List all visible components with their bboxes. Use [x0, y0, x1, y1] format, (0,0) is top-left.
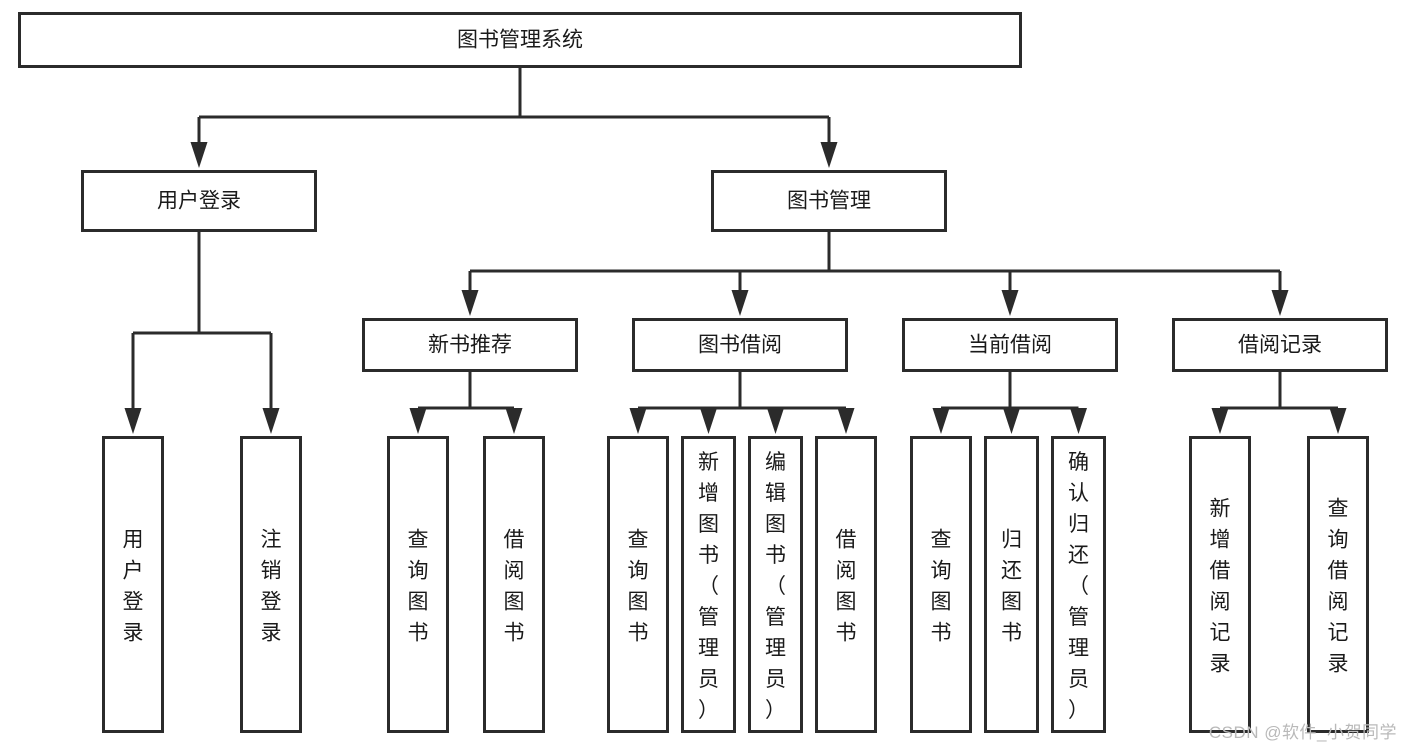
- node-box: [902, 318, 1118, 372]
- arrow-head-icon: [1329, 408, 1347, 434]
- node-box: [387, 436, 449, 733]
- node-box: [362, 318, 578, 372]
- node-box: [632, 318, 848, 372]
- node-box: [681, 436, 736, 733]
- diagram-node-leaf-7[interactable]: 编辑图书（管理员）: [748, 436, 803, 733]
- arrow-head-icon: [731, 290, 749, 316]
- node-box: [910, 436, 972, 733]
- diagram-node-record[interactable]: 借阅记录: [1172, 318, 1388, 372]
- node-box: [240, 436, 302, 733]
- node-box: [1189, 436, 1251, 733]
- node-box: [102, 436, 164, 733]
- arrow-head-icon: [505, 408, 523, 434]
- node-label: 借阅图书: [504, 529, 525, 645]
- node-box: [18, 12, 1022, 68]
- diagram-node-leaf-10[interactable]: 归还图书: [984, 436, 1039, 733]
- node-box: [748, 436, 803, 733]
- node-label: 借阅记录: [1238, 334, 1322, 357]
- diagram-node-leaf-11[interactable]: 确认归还（管理员）: [1051, 436, 1106, 733]
- node-label: 用户登录: [157, 190, 241, 213]
- node-label: 图书管理系统: [457, 29, 583, 52]
- arrow-head-icon: [1271, 290, 1289, 316]
- node-box: [1172, 318, 1388, 372]
- arrow-head-icon: [837, 408, 855, 434]
- arrow-head-icon: [262, 408, 280, 434]
- node-label: 用户登录: [123, 529, 144, 645]
- node-label: 确认归还（管理员）: [1068, 451, 1089, 722]
- diagram-node-leaf-6[interactable]: 新增图书（管理员）: [681, 436, 736, 733]
- diagram-node-leaf-5[interactable]: 查询图书: [607, 436, 669, 733]
- node-box: [1307, 436, 1369, 733]
- diagram-node-current[interactable]: 当前借阅: [902, 318, 1118, 372]
- diagram-node-leaf-9[interactable]: 查询图书: [910, 436, 972, 733]
- node-label: 新增借阅记录: [1210, 498, 1231, 676]
- node-label: 新增图书（管理员）: [698, 451, 719, 722]
- node-label: 编辑图书（管理员）: [765, 451, 786, 722]
- arrow-head-icon: [932, 408, 950, 434]
- arrow-head-icon: [1070, 408, 1087, 434]
- arrow-head-icon: [700, 408, 717, 434]
- node-label: 查询图书: [931, 529, 952, 645]
- diagram-node-leaf-13[interactable]: 查询借阅记录: [1307, 436, 1369, 733]
- diagram-node-leaf-2[interactable]: 注销登录: [240, 436, 302, 733]
- arrow-head-icon: [1003, 408, 1020, 434]
- node-layer: 图书管理系统用户登录图书管理新书推荐图书借阅当前借阅借阅记录用户登录注销登录查询…: [18, 12, 1388, 733]
- node-label: 查询图书: [628, 529, 649, 645]
- arrow-head-icon: [124, 408, 142, 434]
- diagram-node-leaf-12[interactable]: 新增借阅记录: [1189, 436, 1251, 733]
- watermark-label: CSDN @软件_小贺同学: [1208, 723, 1397, 742]
- arrow-head-icon: [461, 290, 479, 316]
- node-label: 查询图书: [408, 529, 429, 645]
- diagram-node-leaf-3[interactable]: 查询图书: [387, 436, 449, 733]
- node-label: 当前借阅: [968, 334, 1052, 357]
- diagram-node-root[interactable]: 图书管理系统: [18, 12, 1022, 68]
- node-label: 新书推荐: [428, 334, 512, 357]
- node-label: 借阅图书: [836, 529, 857, 645]
- diagram-node-leaf-1[interactable]: 用户登录: [102, 436, 164, 733]
- node-label: 图书借阅: [698, 334, 782, 357]
- arrow-head-icon: [409, 408, 427, 434]
- node-box: [483, 436, 545, 733]
- diagram-node-leaf-8[interactable]: 借阅图书: [815, 436, 877, 733]
- node-box: [1051, 436, 1106, 733]
- diagram-node-leaf-4[interactable]: 借阅图书: [483, 436, 545, 733]
- arrow-head-icon: [767, 408, 784, 434]
- node-box: [815, 436, 877, 733]
- arrow-head-icon: [190, 142, 208, 168]
- diagram-node-newbook[interactable]: 新书推荐: [362, 318, 578, 372]
- node-box: [711, 170, 947, 232]
- connector-layer: [124, 68, 1347, 434]
- diagram-node-bookmgmt[interactable]: 图书管理: [711, 170, 947, 232]
- node-box: [81, 170, 317, 232]
- arrow-head-icon: [1001, 290, 1019, 316]
- diagram-node-login[interactable]: 用户登录: [81, 170, 317, 232]
- node-box: [984, 436, 1039, 733]
- node-box: [607, 436, 669, 733]
- arrow-head-icon: [1211, 408, 1229, 434]
- node-label: 图书管理: [787, 190, 871, 213]
- diagram-node-borrow[interactable]: 图书借阅: [632, 318, 848, 372]
- node-label: 注销登录: [261, 529, 282, 645]
- node-label: 归还图书: [1001, 529, 1022, 645]
- arrow-head-icon: [629, 408, 647, 434]
- node-label: 查询借阅记录: [1328, 498, 1349, 676]
- arrow-head-icon: [820, 142, 838, 168]
